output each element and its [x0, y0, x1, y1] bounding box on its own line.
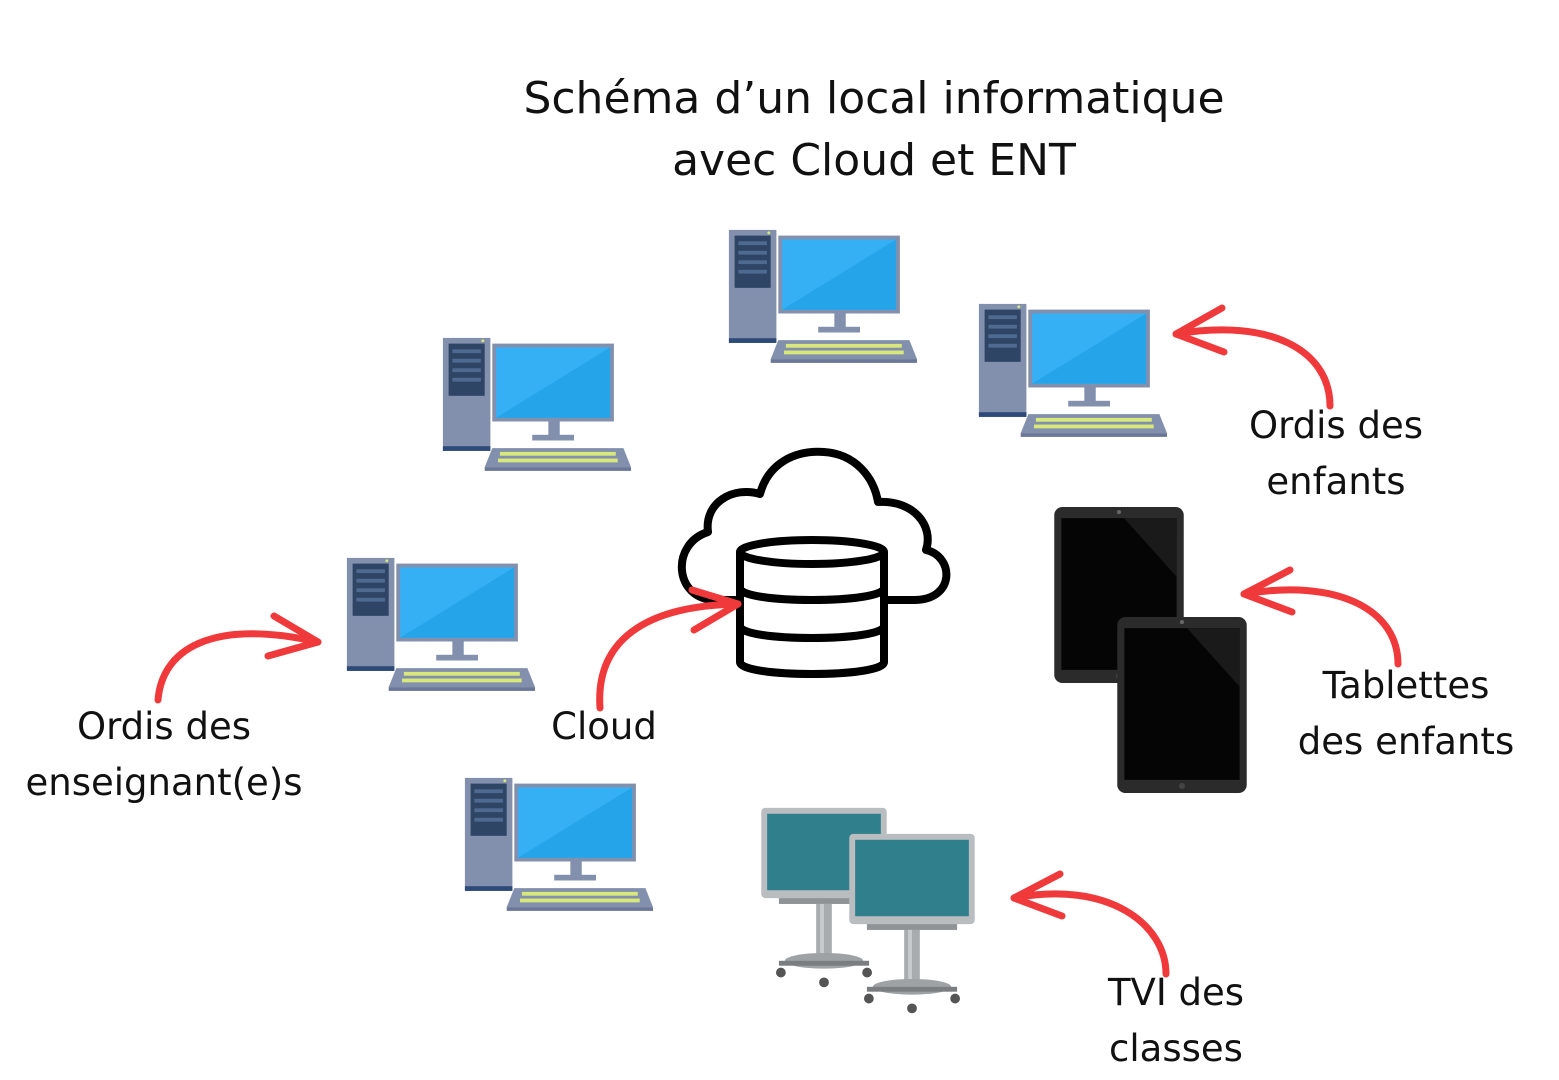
title-line-2: avec Cloud et ENT [672, 135, 1076, 186]
label-line: des enfants [1297, 720, 1515, 763]
desktop-computer-icon [722, 228, 922, 380]
arrow-tvi [1010, 890, 1170, 978]
arrow-children-pcs [1172, 326, 1334, 410]
desktop-computer-icon [458, 776, 658, 928]
arrow-teachers-pcs [154, 630, 322, 704]
label-line: enfants [1266, 460, 1406, 503]
desktop-computer-icon [436, 336, 636, 488]
arrow-teachers-pcs-head [264, 612, 322, 660]
desktop-computer-icon [972, 302, 1172, 454]
label-tablets: Tablettes des enfants [1286, 658, 1526, 770]
label-line: Tablettes [1322, 664, 1490, 707]
label-line: enseignant(e)s [25, 761, 303, 804]
diagram-title: Schéma d’un local informatique avec Clou… [374, 68, 1374, 192]
title-line-1: Schéma d’un local informatique [523, 73, 1225, 124]
tablet-icon [1116, 616, 1248, 794]
label-children-pcs: Ordis des enfants [1236, 398, 1436, 510]
label-cloud: Cloud [534, 699, 674, 755]
cloud-database-icon [678, 447, 951, 678]
label-line: Ordis des [1248, 404, 1423, 447]
arrow-tvi-head [1010, 870, 1066, 920]
arrow-tablets-head [1240, 566, 1296, 616]
label-teachers-pcs: Ordis des enseignant(e)s [4, 699, 324, 811]
arrow-children-pcs-head [1172, 304, 1228, 356]
label-line: Cloud [551, 705, 657, 748]
label-line: TVI des [1107, 971, 1245, 1014]
arrow-tablets [1240, 586, 1402, 668]
interactive-whiteboard-icon [846, 830, 978, 1026]
label-tvi: TVI des classes [1086, 965, 1266, 1077]
desktop-computer-icon [340, 556, 540, 708]
label-line: Ordis des [76, 705, 251, 748]
label-line: classes [1109, 1027, 1243, 1070]
